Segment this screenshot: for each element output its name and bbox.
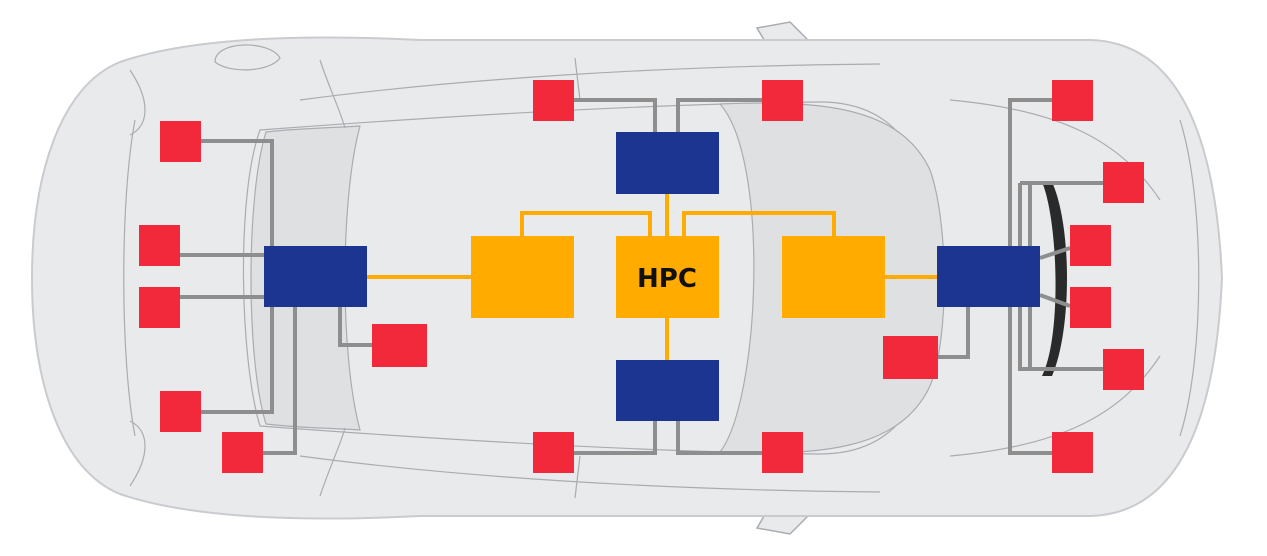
hood-line-top — [949, 99, 1161, 201]
ecu-front-4 — [1070, 287, 1111, 328]
ecu-front-3 — [1070, 225, 1111, 266]
trunk-line — [123, 119, 136, 437]
zone-controller-front — [937, 246, 1040, 307]
wire-bottom-2 — [676, 421, 762, 455]
hood-line-bottom — [949, 355, 1161, 457]
grey-wiring — [180, 98, 1103, 455]
door-line-top — [574, 57, 581, 101]
sill-line-top — [299, 63, 881, 101]
ecu-top-1 — [533, 80, 574, 121]
wire-bottom-1 — [574, 421, 657, 455]
link-hpc-right-domain — [682, 211, 836, 236]
rear-spoiler-top — [214, 44, 281, 71]
sill-line-bottom — [299, 455, 881, 493]
link-hpc-left-domain — [520, 211, 652, 236]
ecu-front-6 — [1052, 432, 1093, 473]
ecu-nodes — [139, 80, 1144, 473]
pillar-line-bottom — [319, 427, 346, 497]
wire-top-1 — [574, 98, 657, 132]
wire-rear-5 — [338, 307, 380, 347]
zone-controller-rear — [264, 246, 367, 307]
door-line-bottom — [574, 455, 581, 499]
zone-controllers — [264, 132, 1040, 421]
hpc-label: HPC — [637, 264, 697, 294]
wire-front-4 — [1039, 246, 1071, 260]
rear-arc-top — [129, 69, 146, 136]
ecu-bottom-2 — [762, 432, 803, 473]
wire-front-5 — [1039, 293, 1071, 308]
compute-nodes: HPC — [471, 236, 885, 318]
ecu-rear-3 — [139, 287, 180, 328]
domain-controller-right — [782, 236, 885, 318]
ecu-front-7 — [883, 336, 938, 379]
rear-arc-bottom — [129, 420, 146, 487]
front-grille — [1042, 182, 1067, 376]
wire-front-3 — [1018, 183, 1103, 371]
zone-controller-bottom — [616, 360, 719, 421]
hpc-box — [616, 236, 719, 318]
ecu-top-2 — [762, 80, 803, 121]
ecu-rear-1 — [160, 121, 201, 162]
ecu-front-1 — [1052, 80, 1093, 121]
wire-top-2 — [676, 98, 762, 132]
ecu-rear-5 — [222, 432, 263, 473]
hood-front-curve — [1179, 119, 1200, 437]
domain-controller-left — [471, 236, 574, 318]
ecu-front-5 — [1103, 349, 1144, 390]
ecu-rear-4 — [160, 391, 201, 432]
ecu-front-2 — [1103, 162, 1144, 203]
pillar-line-top — [319, 59, 346, 129]
ecu-rear-6 — [372, 324, 427, 367]
zone-controller-top — [616, 132, 719, 194]
ecu-rear-2 — [139, 225, 180, 266]
wire-front-6 — [938, 307, 970, 359]
ecu-bottom-1 — [533, 432, 574, 473]
orange-wiring — [367, 194, 937, 360]
